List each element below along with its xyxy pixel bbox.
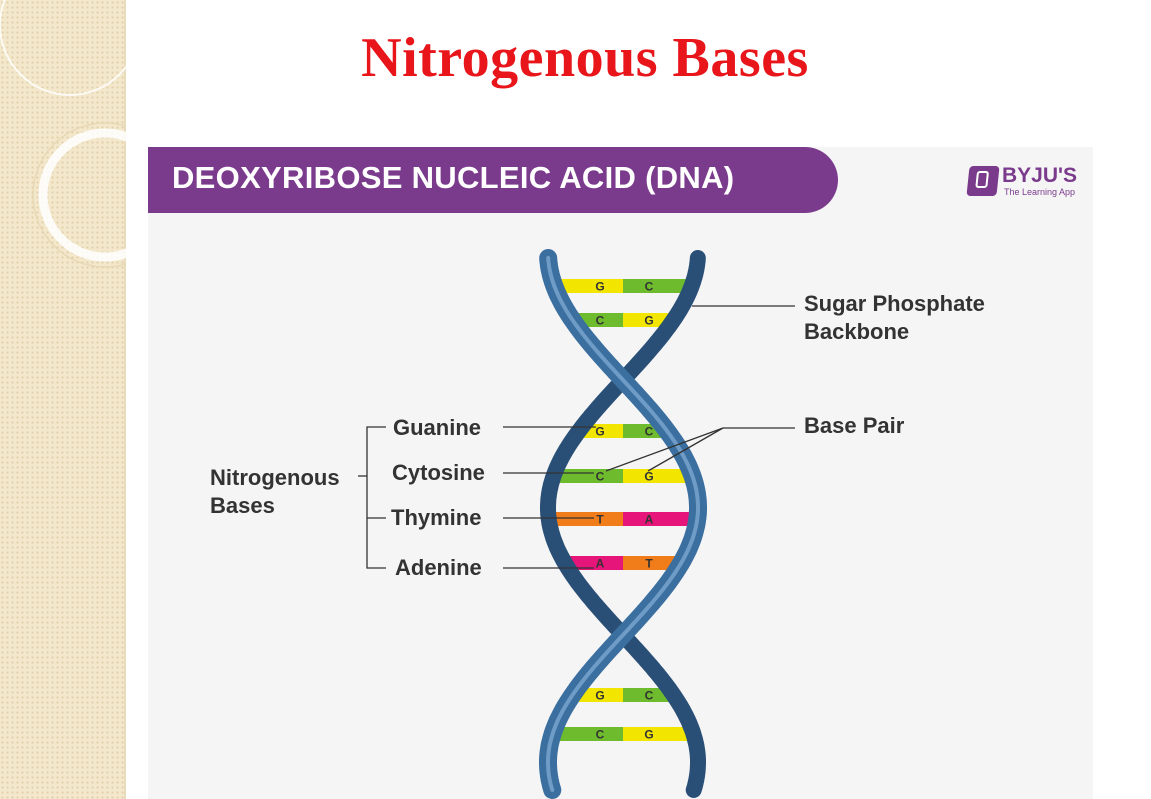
label-base-pair: Base Pair — [804, 413, 905, 438]
brand-name: BYJU'S — [1002, 164, 1078, 187]
base-letter: G — [595, 280, 604, 294]
base-segment-C — [548, 727, 623, 741]
label-guanine: Guanine — [393, 415, 481, 440]
diagram-labels: Sugar Phosphate Backbone Base Pair Nitro… — [210, 291, 985, 580]
dna-helix-strands — [539, 249, 707, 799]
label-adenine: Adenine — [395, 555, 482, 580]
base-segment-C — [623, 279, 696, 293]
base-letter: A — [596, 557, 605, 571]
label-bases: Bases — [210, 493, 275, 518]
base-letter: G — [644, 314, 653, 328]
base-letter: A — [645, 513, 654, 527]
label-cytosine: Cytosine — [392, 460, 485, 485]
base-segment-G — [623, 469, 697, 483]
base-letter: C — [596, 470, 605, 484]
base-letter: T — [596, 513, 604, 527]
brand-logo: BYJU'S The Learning App — [966, 164, 1088, 198]
label-nitrogenous: Nitrogenous — [210, 465, 340, 490]
base-letter: C — [645, 425, 654, 439]
decorative-rings — [0, 0, 126, 268]
base-segment-G — [623, 727, 698, 741]
slide-title: Nitrogenous Bases — [361, 27, 809, 89]
base-letter: T — [645, 557, 653, 571]
base-segment-G — [550, 279, 623, 293]
diagram-heading: DEOXYRIBOSE NUCLEIC ACID (DNA) — [172, 160, 735, 195]
label-backbone: Backbone — [804, 319, 909, 344]
base-letter: C — [596, 314, 605, 328]
base-letter: G — [644, 728, 653, 742]
base-letter: C — [645, 689, 654, 703]
label-thymine: Thymine — [391, 505, 481, 530]
brand-tagline: The Learning App — [1004, 187, 1076, 197]
base-letter: G — [644, 470, 653, 484]
diagram-banner: DEOXYRIBOSE NUCLEIC ACID (DNA) — [148, 147, 838, 213]
label-leader-lines — [358, 305, 795, 569]
base-letter: G — [595, 689, 604, 703]
dna-strand-back — [540, 250, 706, 798]
decorative-side-strip — [0, 0, 126, 799]
base-letter: C — [596, 728, 605, 742]
base-letter: C — [645, 280, 654, 294]
dna-strand-highlight — [546, 256, 700, 792]
base-segment-T — [544, 512, 623, 526]
base-segment-A — [623, 512, 702, 526]
base-letter: G — [595, 425, 604, 439]
label-sugar-phosphate: Sugar Phosphate — [804, 291, 985, 316]
